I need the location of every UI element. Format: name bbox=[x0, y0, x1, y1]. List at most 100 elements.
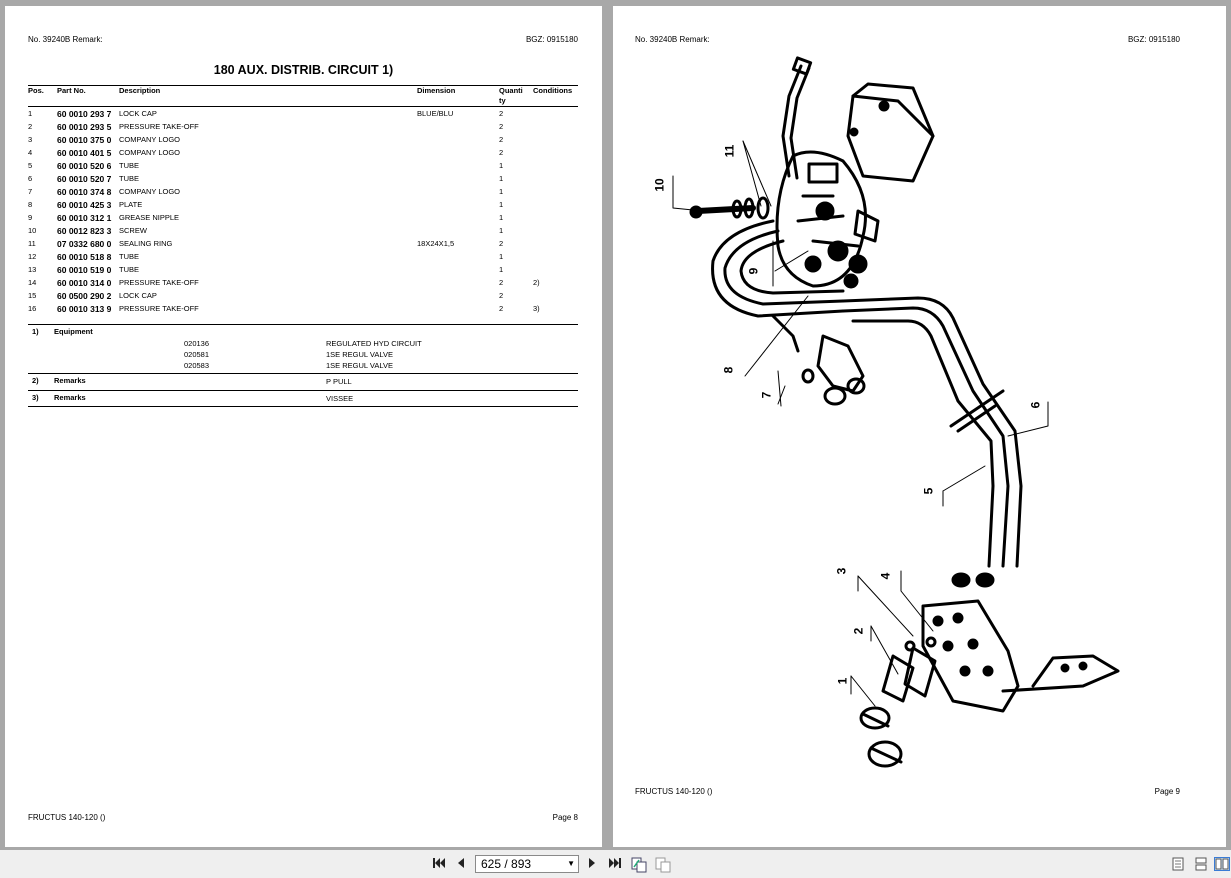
cell-part-no: 60 0010 313 9 bbox=[57, 303, 112, 314]
cell-part-no: 60 0010 520 7 bbox=[57, 173, 112, 184]
cell-description: PRESSURE TAKE-OFF bbox=[119, 304, 199, 313]
equipment-code: 020583 bbox=[184, 361, 210, 370]
cell-dimension bbox=[417, 276, 499, 289]
cell-description: TUBE bbox=[119, 265, 140, 274]
equipment-text: 1SE REGUL VALVE bbox=[326, 361, 393, 370]
parts-table: Pos. Part No. Description Dimension Quan… bbox=[28, 85, 578, 315]
callout-label: 4 bbox=[878, 572, 893, 580]
cell-pos: 13 bbox=[28, 265, 37, 274]
cell-quantity: 2 bbox=[499, 148, 504, 157]
cell-dimension bbox=[417, 250, 499, 263]
cell-pos: 11 bbox=[28, 239, 36, 248]
callout-label: 3 bbox=[834, 567, 849, 575]
col-part-no: Part No. bbox=[57, 85, 119, 107]
cell-part-no: 07 0332 680 0 bbox=[57, 238, 112, 249]
cell-dimension bbox=[417, 198, 499, 211]
exploded-parts-diagram bbox=[672, 56, 1120, 768]
cell-quantity: 1 bbox=[499, 226, 504, 235]
prev-page-icon[interactable] bbox=[456, 856, 466, 873]
cell-dimension bbox=[417, 211, 499, 224]
callout-label: 6 bbox=[1028, 401, 1043, 409]
cell-part-no: 60 0010 293 7 bbox=[57, 108, 112, 119]
callout-label: 7 bbox=[759, 391, 774, 399]
cell-pos: 4 bbox=[28, 148, 33, 157]
remark2-number: 2) bbox=[32, 376, 39, 385]
footer-model: FRUCTUS 140-120 () bbox=[28, 813, 106, 822]
cell-pos: 16 bbox=[28, 304, 37, 313]
equipment-text: REGULATED HYD CIRCUIT bbox=[326, 339, 422, 348]
callout-label: 11 bbox=[722, 144, 737, 158]
cell-description: PRESSURE TAKE-OFF bbox=[119, 122, 199, 131]
cell-quantity: 1 bbox=[499, 200, 504, 209]
two-page-view-icon[interactable] bbox=[1214, 857, 1230, 871]
single-page-view-icon[interactable] bbox=[1172, 857, 1184, 871]
callout-label: 1 bbox=[835, 677, 850, 685]
cell-quantity: 1 bbox=[499, 265, 504, 274]
callout-label: 2 bbox=[851, 627, 866, 635]
cell-pos: 7 bbox=[28, 187, 33, 196]
remark2-text: P PULL bbox=[326, 377, 352, 386]
cell-conditions bbox=[533, 263, 578, 276]
cell-description: SCREW bbox=[119, 226, 147, 235]
cell-description: TUBE bbox=[119, 174, 140, 183]
cell-conditions bbox=[533, 289, 578, 302]
cell-description: TUBE bbox=[119, 161, 140, 170]
callout-label: 9 bbox=[746, 267, 761, 275]
cell-quantity: 2 bbox=[499, 109, 504, 118]
continuous-view-icon[interactable] bbox=[1195, 857, 1207, 871]
remark3-label: Remarks bbox=[54, 393, 86, 402]
paste-icon[interactable] bbox=[655, 857, 671, 876]
cell-pos: 15 bbox=[28, 291, 37, 300]
cell-conditions bbox=[533, 211, 578, 224]
cell-part-no: 60 0010 518 8 bbox=[57, 251, 112, 262]
page-number-input[interactable]: 625 / 893 ▼ bbox=[475, 855, 579, 873]
equipment-label: Equipment bbox=[54, 327, 93, 336]
chevron-down-icon[interactable]: ▼ bbox=[567, 859, 575, 868]
next-page-icon[interactable] bbox=[587, 856, 597, 873]
cell-conditions bbox=[533, 120, 578, 133]
table-header-row: Pos. Part No. Description Dimension Quan… bbox=[28, 85, 578, 107]
cell-part-no: 60 0500 290 2 bbox=[57, 290, 112, 301]
cell-conditions bbox=[533, 185, 578, 198]
cell-conditions bbox=[533, 250, 578, 263]
cell-description: PLATE bbox=[119, 200, 143, 209]
cell-part-no: 60 0010 375 0 bbox=[57, 134, 112, 145]
cell-conditions bbox=[533, 146, 578, 159]
cell-conditions bbox=[533, 172, 578, 185]
cell-pos: 12 bbox=[28, 252, 37, 261]
cell-part-no: 60 0010 312 1 bbox=[57, 212, 112, 223]
cell-pos: 2 bbox=[28, 122, 33, 131]
last-page-icon[interactable] bbox=[608, 856, 622, 873]
first-page-icon[interactable] bbox=[432, 856, 446, 873]
cell-conditions bbox=[533, 224, 578, 237]
cell-description: COMPANY LOGO bbox=[119, 148, 180, 157]
col-pos: Pos. bbox=[28, 85, 57, 107]
cell-quantity: 1 bbox=[499, 187, 504, 196]
cell-part-no: 60 0012 823 3 bbox=[57, 225, 112, 236]
cell-conditions bbox=[533, 133, 578, 146]
remark2-label: Remarks bbox=[54, 376, 86, 385]
cell-conditions bbox=[533, 159, 578, 172]
cell-dimension bbox=[417, 172, 499, 185]
cell-quantity: 2 bbox=[499, 135, 504, 144]
cell-quantity: 2 bbox=[499, 304, 504, 313]
header-doc-number: No. 39240B Remark: bbox=[28, 35, 103, 44]
cell-quantity: 2 bbox=[499, 122, 504, 131]
remark3-number: 3) bbox=[32, 393, 39, 402]
cell-pos: 5 bbox=[28, 161, 33, 170]
cell-dimension: BLUE/BLU bbox=[417, 109, 454, 118]
copy-icon[interactable] bbox=[631, 857, 647, 876]
cell-description: LOCK CAP bbox=[119, 291, 157, 300]
cell-part-no: 60 0010 293 5 bbox=[57, 121, 112, 132]
cell-pos: 6 bbox=[28, 174, 33, 183]
